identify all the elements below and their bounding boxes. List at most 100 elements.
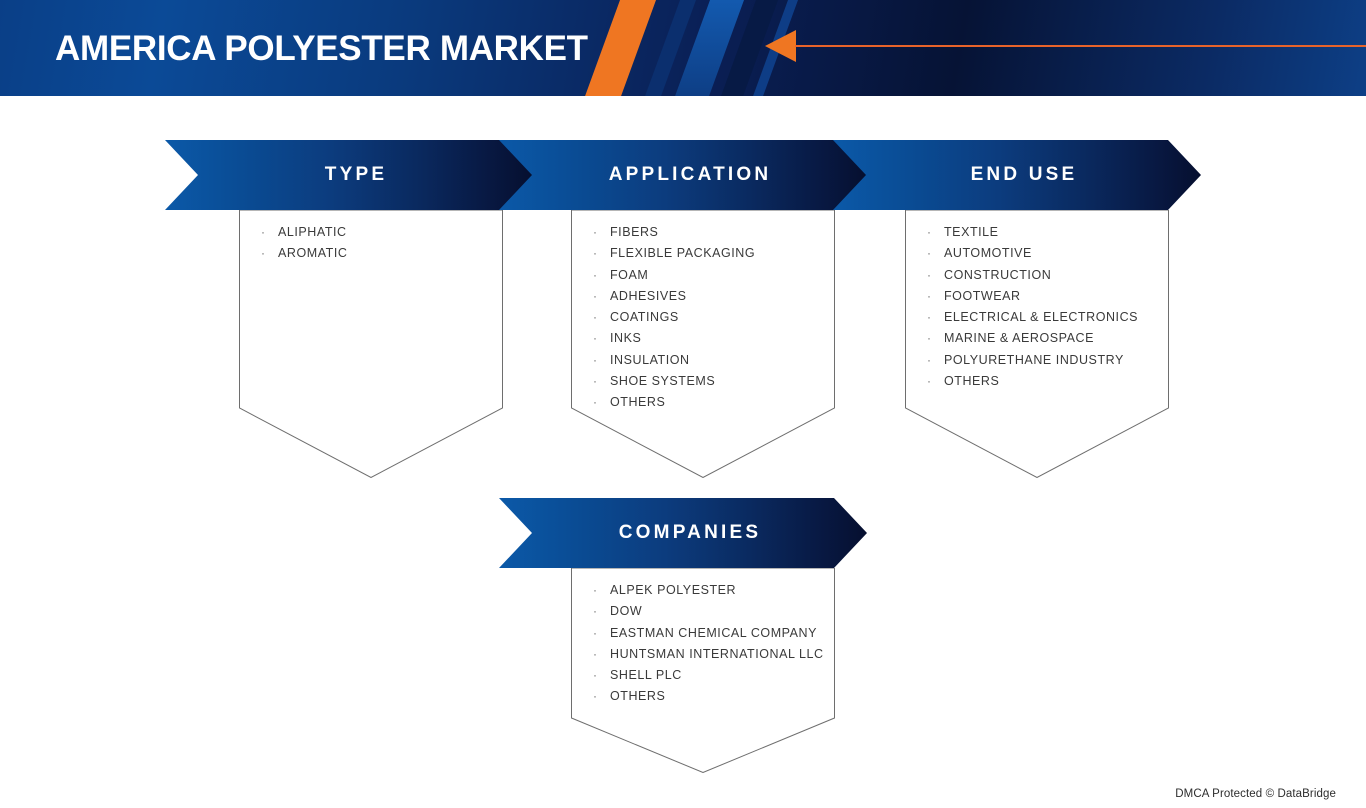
segment-box-outline-companies [571,568,835,773]
list-item: · FOAM [593,265,825,286]
list-item: · COATINGS [593,307,825,328]
segment-box-end-use: · TEXTILE · AUTOMOTIVE · CONSTRUCTION · … [905,210,1169,478]
bullet-icon: · [927,352,932,367]
bullet-icon: · [593,668,598,683]
bullet-icon: · [927,374,932,389]
bullet-icon: · [593,331,598,346]
list-item-label: FIBERS [610,225,659,239]
list-item: · MARINE & AEROSPACE [927,328,1159,349]
bullet-icon: · [927,225,932,239]
list-item-label: ALPEK POLYESTER [610,583,737,597]
bullet-icon: · [927,331,932,346]
list-item-label: COATINGS [610,310,679,325]
segment-label-companies: COMPANIES [618,522,762,543]
left-arrow-icon [765,30,796,62]
segment-box-type: · ALIPHATIC · AROMATIC [239,210,503,478]
list-item: · ADHESIVES [593,286,825,307]
list-item-label: ADHESIVES [610,288,687,303]
list-item-label: SHELL PLC [610,668,682,683]
list-item: · POLYURETHANE INDUSTRY [927,350,1159,371]
list-item: · OTHERS [593,392,825,413]
bullet-icon: · [593,246,598,261]
segment-box-outline-application [571,210,835,478]
bullet-icon: · [593,625,598,640]
bullet-icon: · [927,267,932,282]
segment-box-outline-type [239,210,503,478]
segment-banner-application[interactable]: APPLICATION [499,140,867,210]
list-item-label: POLYURETHANE INDUSTRY [944,352,1124,367]
list-item: · INKS [593,328,825,349]
segment-banner-type[interactable]: TYPE [165,140,533,210]
segment-list-end-use: · TEXTILE · AUTOMOTIVE · CONSTRUCTION · … [927,222,1159,392]
list-item: · SHELL PLC [593,665,825,686]
list-item-label: OTHERS [610,395,666,410]
bullet-icon: · [927,246,932,261]
list-item-label: OTHERS [944,374,1000,389]
list-item-label: TEXTILE [944,225,999,239]
bullet-icon: · [593,310,598,325]
bullet-icon: · [593,225,598,239]
list-item: · OTHERS [593,686,825,707]
page-header: AMERICA POLYESTER MARKET [0,0,1366,96]
list-item: · CONSTRUCTION [927,265,1159,286]
list-item-label: FLEXIBLE PACKAGING [610,246,756,261]
segment-banner-companies[interactable]: COMPANIES [499,498,867,568]
list-item-label: AROMATIC [278,246,348,261]
list-item: · SHOE SYSTEMS [593,371,825,392]
list-item-label: CONSTRUCTION [944,267,1052,282]
list-item-label: AUTOMOTIVE [944,246,1032,261]
bullet-icon: · [927,310,932,325]
list-item: · OTHERS [927,371,1159,392]
bullet-icon: · [593,352,598,367]
list-item: · ALIPHATIC [261,222,493,243]
list-item-label: HUNTSMAN INTERNATIONAL LLC [610,646,824,661]
list-item-label: FOAM [610,267,649,282]
bullet-icon: · [593,604,598,619]
list-item: · ALPEK POLYESTER [593,580,825,601]
segment-box-companies: · ALPEK POLYESTER · DOW · EASTMAN CHEMIC… [571,568,835,773]
segment-label-type: TYPE [324,164,388,185]
page-title: AMERICA POLYESTER MARKET [55,29,588,68]
list-item-label: DOW [610,604,643,619]
list-item: · FIBERS [593,222,825,243]
list-item: · EASTMAN CHEMICAL COMPANY [593,623,825,644]
list-item: · HUNTSMAN INTERNATIONAL LLC [593,644,825,665]
list-item-label: FOOTWEAR [944,288,1021,303]
list-item-label: INSULATION [610,352,690,367]
segment-label-application: APPLICATION [608,164,772,185]
list-item: · AROMATIC [261,243,493,264]
bullet-icon: · [593,646,598,661]
list-item-label: ELECTRICAL & ELECTRONICS [944,310,1139,325]
segment-banner-end-use[interactable]: END USE [833,140,1201,210]
list-item-label: OTHERS [610,689,666,704]
segment-list-type: · ALIPHATIC · AROMATIC [261,222,493,265]
bullet-icon: · [593,583,598,597]
list-item: · FOOTWEAR [927,286,1159,307]
list-item-label: MARINE & AEROSPACE [944,331,1094,346]
segment-list-companies: · ALPEK POLYESTER · DOW · EASTMAN CHEMIC… [593,580,825,708]
list-item-label: SHOE SYSTEMS [610,374,716,389]
bullet-icon: · [593,374,598,389]
segment-box-outline-end-use [905,210,1169,478]
footer-attribution: DMCA Protected © DataBridge [1175,788,1336,800]
list-item-label: EASTMAN CHEMICAL COMPANY [610,625,817,640]
list-item: · INSULATION [593,350,825,371]
segment-box-application: · FIBERS · FLEXIBLE PACKAGING · FOAM · A… [571,210,835,478]
list-item: · ELECTRICAL & ELECTRONICS [927,307,1159,328]
bullet-icon: · [261,246,266,261]
bullet-icon: · [927,288,932,303]
bullet-icon: · [261,225,266,239]
bullet-icon: · [593,689,598,704]
list-item: · FLEXIBLE PACKAGING [593,243,825,264]
list-item: · TEXTILE [927,222,1159,243]
list-item: · AUTOMOTIVE [927,243,1159,264]
list-item-label: INKS [610,331,642,346]
bullet-icon: · [593,288,598,303]
arrow-line [795,45,1366,47]
bullet-icon: · [593,267,598,282]
segment-list-application: · FIBERS · FLEXIBLE PACKAGING · FOAM · A… [593,222,825,414]
segment-label-end-use: END USE [970,164,1078,185]
list-item: · DOW [593,601,825,622]
bullet-icon: · [593,395,598,410]
list-item-label: ALIPHATIC [278,225,347,239]
